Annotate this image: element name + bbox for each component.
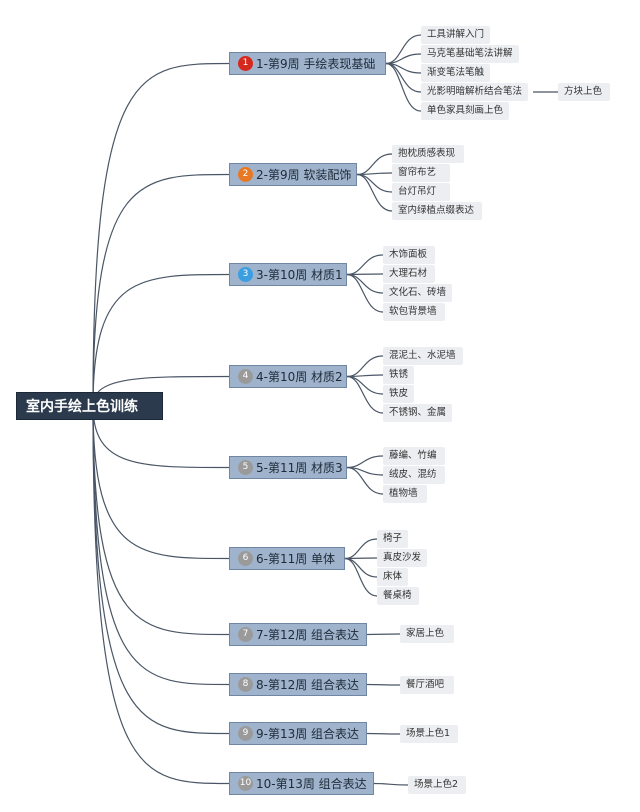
connector-branch-leaf [346, 455, 384, 469]
branch-label: 10-第13周 组合表达 [256, 777, 367, 791]
connector-root-branch [92, 62, 230, 407]
connector-branch-leaf [346, 254, 384, 276]
connector-branch-leaf [385, 62, 422, 93]
branch-label: 5-第11周 材质3 [256, 461, 343, 475]
connector-branch-leaf [344, 557, 378, 578]
connector-branch-leaf [346, 355, 384, 378]
leaf-topic[interactable]: 铁皮 [383, 385, 415, 403]
connector-branch-leaf [346, 466, 384, 495]
leaf-topic[interactable]: 餐桌椅 [377, 587, 419, 605]
connector-branch-leaf [366, 732, 401, 735]
connector-root-branch [92, 405, 230, 469]
leaf-topic[interactable]: 渐变笔法笔触 [421, 64, 491, 82]
connector-branch-leaf [385, 62, 422, 112]
connector-branch-leaf [344, 557, 378, 597]
leaf-topic[interactable]: 室内绿植点缀表达 [392, 202, 482, 220]
leaf-topic[interactable]: 窗帘布艺 [392, 164, 450, 182]
number-badge-icon: 10 [238, 776, 253, 791]
connector-root-branch [92, 173, 230, 407]
leaf-topic[interactable]: 单色家具刻画上色 [421, 102, 510, 120]
leaf-topic[interactable]: 软包背景墙 [383, 303, 445, 321]
number-badge-icon: 7 [238, 627, 253, 642]
leaf-topic[interactable]: 台灯吊灯 [392, 183, 450, 201]
connector-branch-leaf [346, 375, 384, 414]
leaf-topic[interactable]: 大理石材 [383, 265, 435, 283]
connector-branch-leaf [346, 273, 384, 276]
number-badge-icon: 2 [238, 167, 253, 182]
connector-branch-leaf [373, 782, 409, 786]
connector-branch-leaf [356, 173, 393, 193]
leaf-topic[interactable]: 马克笔基础笔法讲解 [421, 45, 519, 63]
branch-label: 6-第11周 单体 [256, 552, 336, 566]
number-badge-icon: 3 [238, 267, 253, 282]
leaf-topic[interactable]: 场景上色1 [400, 725, 458, 743]
connector-root-branch [92, 405, 230, 560]
leaf-topic[interactable]: 混泥土、水泥墙 [383, 347, 463, 365]
connector-branch-leaf [366, 683, 401, 686]
leaf-topic[interactable]: 木饰面板 [383, 246, 435, 264]
subleaf-topic[interactable]: 方块上色 [558, 83, 610, 101]
leaf-topic[interactable]: 藤编、竹编 [383, 447, 445, 465]
connector-root-branch [92, 405, 230, 735]
connector-branch-leaf [346, 273, 384, 294]
leaf-topic[interactable]: 椅子 [377, 530, 409, 548]
number-badge-icon: 6 [238, 551, 253, 566]
root-topic[interactable]: 室内手绘上色训练 [16, 392, 163, 420]
connector-branch-leaf [366, 633, 401, 636]
branch-label: 9-第13周 组合表达 [256, 727, 360, 741]
connector-branch-leaf [356, 173, 393, 212]
connector-root-branch [92, 273, 230, 407]
connector-branch-leaf [344, 538, 378, 560]
branch-label: 8-第12周 组合表达 [256, 678, 360, 692]
connector-root-branch [92, 405, 230, 636]
leaf-topic[interactable]: 不锈钢、金属 [383, 404, 453, 422]
number-badge-icon: 1 [238, 56, 253, 71]
branch-label: 2-第9周 软装配饰 [256, 168, 352, 182]
number-badge-icon: 9 [238, 726, 253, 741]
branch-label: 4-第10周 材质2 [256, 370, 343, 384]
connector-branch-leaf [346, 273, 384, 313]
leaf-topic[interactable]: 铁锈 [383, 366, 415, 384]
number-badge-icon: 8 [238, 677, 253, 692]
connector-branch-leaf [344, 557, 378, 560]
leaf-topic[interactable]: 工具讲解入门 [421, 26, 491, 44]
leaf-topic[interactable]: 抱枕质感表现 [392, 145, 464, 163]
leaf-topic[interactable]: 床体 [377, 568, 409, 586]
leaf-topic[interactable]: 光影明暗解析结合笔法 [421, 83, 529, 101]
leaf-topic[interactable]: 餐厅酒吧 [400, 676, 454, 694]
branch-label: 3-第10周 材质1 [256, 268, 343, 282]
number-badge-icon: 4 [238, 369, 253, 384]
connector-root-branch [92, 405, 230, 686]
connector-branch-leaf [356, 153, 393, 176]
connector-root-branch [92, 405, 230, 785]
leaf-topic[interactable]: 文化石、砖墙 [383, 284, 453, 302]
number-badge-icon: 5 [238, 460, 253, 475]
connector-branch-leaf [385, 34, 422, 65]
leaf-topic[interactable]: 绒皮、混纺 [383, 466, 445, 484]
branch-label: 7-第12周 组合表达 [256, 628, 360, 642]
connector-branch-leaf [346, 375, 384, 395]
leaf-topic[interactable]: 场景上色2 [408, 776, 466, 794]
leaf-topic[interactable]: 家居上色 [400, 625, 454, 643]
leaf-topic[interactable]: 真皮沙发 [377, 549, 428, 567]
leaf-topic[interactable]: 植物墙 [383, 485, 427, 503]
branch-label: 1-第9周 手绘表现基础 [256, 57, 376, 71]
